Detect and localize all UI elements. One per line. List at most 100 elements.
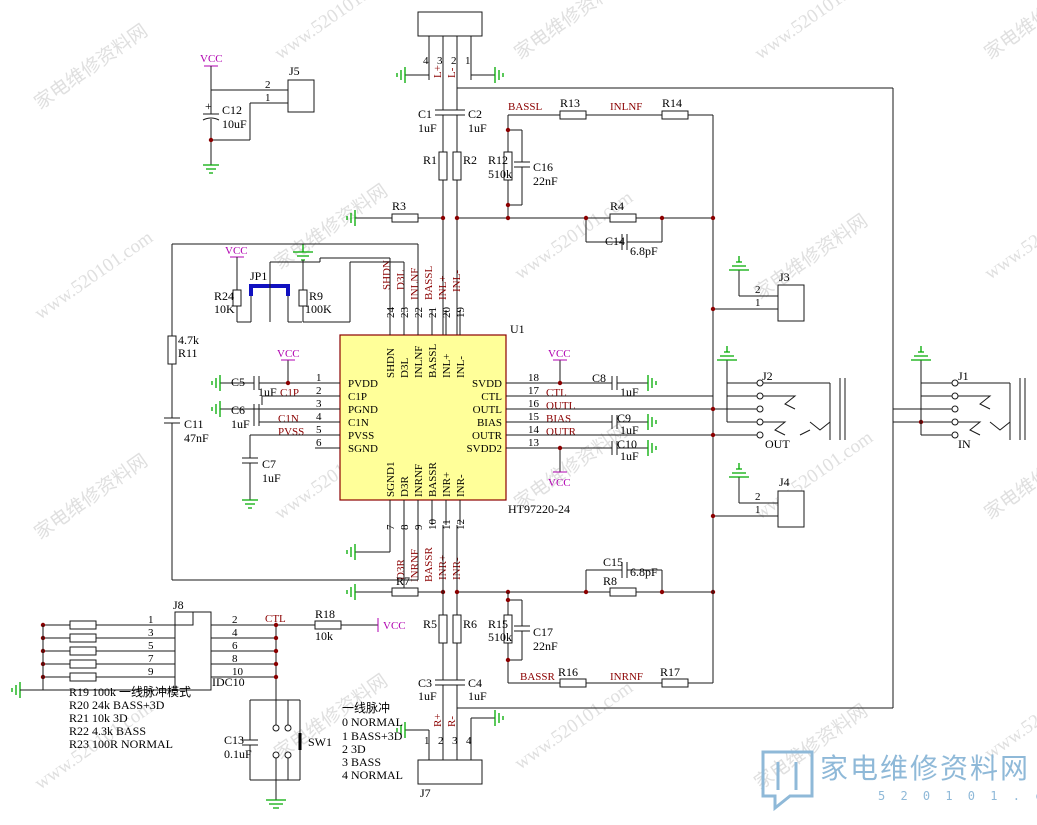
chip-pin-number: 14 — [528, 424, 540, 436]
chip-pin-number: 12 — [455, 519, 467, 530]
vcc-label-r18: VCC — [383, 620, 406, 632]
r11-ref: R11 — [178, 346, 198, 360]
capacitor-c2: C2 1uF — [449, 88, 487, 152]
j7-ref: J7 — [420, 786, 431, 800]
c10-ref: C10 — [617, 437, 637, 451]
net-c1p: C1P — [280, 387, 299, 399]
watermark-text: 家电维修资料网 — [980, 0, 1037, 64]
watermark-text: www.520101.com — [751, 0, 877, 64]
net-bassr-label: BASSR — [520, 671, 556, 683]
net-inlnf: INLNF — [409, 268, 421, 300]
chip-left-nets: C1P C1N PVSS — [278, 387, 304, 438]
c12-value: 10uF — [222, 117, 247, 131]
chip-pin-number: 24 — [385, 307, 397, 319]
chip-pin-number: 19 — [455, 307, 467, 319]
j7-pin-2: 2 — [438, 735, 444, 747]
chip-pin-name: OUTR — [472, 430, 503, 442]
c10-value: 1uF — [620, 449, 639, 463]
logo-url: 5 2 0 1 0 1 . c o m — [878, 789, 1037, 803]
r14-ref: R14 — [662, 96, 682, 110]
watermark-text: www.520101.com — [271, 0, 397, 64]
r11-value: 4.7k — [178, 333, 199, 347]
chip-top-nets: SHDN D3L INLNF BASSL INL+ INL- — [381, 260, 463, 300]
net-outr: OUTR — [546, 426, 577, 438]
c13-value: 0.1uF — [224, 747, 252, 761]
chip-pin-number: 7 — [385, 524, 397, 530]
r7-ref: R7 — [396, 574, 410, 588]
c15-ref: C15 — [603, 555, 623, 569]
net-ctl: CTL — [546, 387, 567, 399]
chip-pin-name: SVDD — [472, 378, 502, 390]
r4-ref: R4 — [610, 199, 624, 213]
c16-ref: C16 — [533, 160, 553, 174]
chip-pin-name: D3L — [399, 358, 411, 378]
c17-value: 22nF — [533, 639, 558, 653]
input-jack-j1: J1 IN — [892, 88, 1026, 708]
r5-ref: R5 — [423, 617, 437, 631]
chip-pin-name: SGND — [348, 443, 378, 455]
watermark-text: www.520101.com — [981, 187, 1037, 284]
net-shdn: SHDN — [381, 260, 393, 290]
j3-pin-2: 2 — [755, 284, 761, 296]
net-inl-minus: INL- — [451, 270, 463, 292]
chip-pin-name: SVDD2 — [467, 443, 502, 455]
chip-pin-number: 13 — [528, 437, 540, 449]
c12-ref: C12 — [222, 103, 242, 117]
r15-value: 510k — [488, 630, 512, 644]
j7-pin-3: 3 — [452, 735, 458, 747]
mode-row: 0 NORMAL — [342, 715, 403, 729]
net-bassr: BASSR — [423, 546, 435, 582]
ctl-network: CTL VCC R18 10k C13 0.1uF SW1 — [211, 607, 406, 809]
bottom-right-network: R7 R5 R6 C3 1uF C4 1uF R8 — [346, 525, 893, 760]
chip-pin-name: PGND — [348, 404, 378, 416]
c14-value: 6.8pF — [630, 244, 658, 258]
r6-ref: R6 — [463, 617, 477, 631]
chip-pin-name: PVDD — [348, 378, 378, 390]
top-conn-pin-1: 1 — [465, 55, 471, 67]
svg-text:+: + — [205, 99, 212, 113]
site-logo: 家电维修资料网 5 2 0 1 0 1 . c o m — [761, 750, 1037, 812]
r1-ref: R1 — [423, 153, 437, 167]
net-bassl: BASSL — [423, 265, 435, 300]
j8-pin-right: 4 — [232, 627, 238, 639]
j8-pin-left: 3 — [148, 627, 154, 639]
chip-pin-number: 10 — [427, 519, 439, 531]
j8-pin-left: 9 — [148, 666, 154, 678]
logo-text: 家电维修资料网 — [820, 752, 1030, 785]
r15-ref: R15 — [488, 617, 508, 631]
watermark-text: www.520101.com — [31, 227, 157, 324]
c17-ref: C17 — [533, 625, 553, 639]
chip-pin-name: INRNF — [413, 464, 425, 497]
chip-pin-name: OUTL — [473, 404, 503, 416]
net-r-plus: R+ — [432, 713, 444, 727]
c13-ref: C13 — [224, 733, 244, 747]
j8-part: IDC10 — [212, 675, 245, 689]
j3-ref: J3 — [779, 270, 790, 284]
net-l-plus: L+ — [432, 65, 444, 78]
sw1-ref: SW1 — [308, 735, 332, 749]
resistor-row: R19 100k 一线脉冲模式 — [69, 684, 191, 699]
c6-value: 1uF — [231, 417, 250, 431]
c15-value: 6.8pF — [630, 565, 658, 579]
net-r-minus: R- — [446, 716, 458, 727]
chip-pin-number: 5 — [316, 424, 322, 436]
watermark-text: 家电维修资料网 — [270, 180, 392, 274]
capacitor-c1: C1 1uF — [418, 80, 451, 152]
c8-value: 1uF — [620, 385, 639, 399]
watermark-text: 家电维修资料网 — [510, 0, 632, 64]
r8-ref: R8 — [603, 574, 617, 588]
top-conn-pin-4: 4 — [423, 55, 429, 67]
resistor-r2: R2 — [452, 151, 477, 335]
c5-value: 1uF — [258, 385, 277, 399]
chip-pin-name: D3R — [399, 476, 411, 497]
c7-ref: C7 — [262, 457, 276, 471]
j8-pin-left: 5 — [148, 640, 154, 652]
c16-value: 22nF — [533, 174, 558, 188]
watermark-text: 家电维修资料网 — [750, 210, 872, 304]
c14-ref: C14 — [605, 234, 625, 248]
chip-pin-number: 22 — [413, 307, 425, 318]
connector-j8: J8 IDC10 — [173, 598, 245, 691]
jp1-ref: JP1 — [250, 269, 267, 283]
